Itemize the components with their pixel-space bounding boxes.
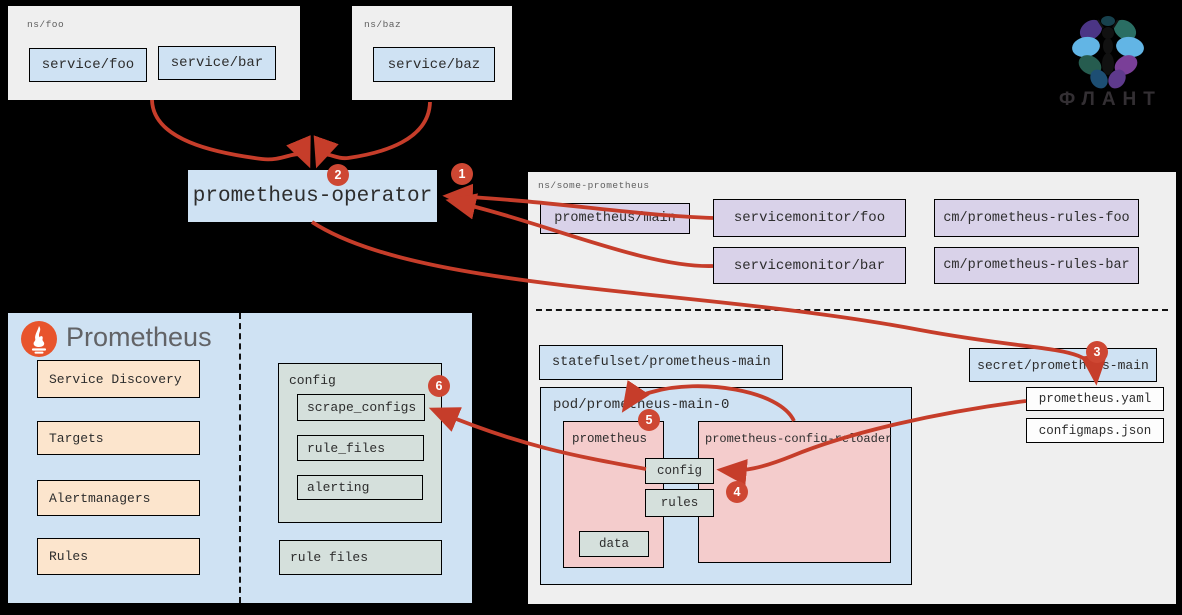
panel-item-alertmanagers: Alertmanagers: [37, 480, 200, 516]
alerting-label: alerting: [307, 480, 370, 495]
configmaps-json-file-box: configmaps.json: [1026, 418, 1164, 443]
step-2-badge: 2: [327, 164, 349, 186]
service-discovery-label: Service Discovery: [49, 371, 182, 387]
scrape-configs-label: scrape_configs: [307, 400, 417, 415]
statefulset-prometheus-main-box: statefulset/prometheus-main: [539, 345, 783, 380]
volume-config-label: config: [656, 464, 702, 478]
servicemonitor-bar-box: servicemonitor/bar: [713, 247, 906, 284]
step-6-badge: 6: [428, 375, 450, 397]
service-bar-box: service/bar: [158, 46, 276, 80]
config-scrape-configs-box: scrape_configs: [297, 394, 425, 421]
arrow-ns-baz-to-operator: [313, 101, 432, 169]
panel-item-rules: Rules: [37, 538, 200, 575]
container-prometheus-label: prometheus: [572, 432, 648, 446]
namespace-some-prometheus-label: ns/some-prometheus: [538, 180, 650, 191]
configmaps-json-file-label: configmaps.json: [1038, 423, 1152, 438]
prometheus-flame-icon: [20, 320, 58, 358]
alertmanagers-label: Alertmanagers: [49, 490, 151, 506]
prometheus-main-box: prometheus/main: [540, 203, 690, 234]
rule-files-section-label: rule_files: [307, 440, 386, 456]
prometheus-operator-box: prometheus-operator: [188, 170, 437, 222]
container-prometheus-config-reloader-label: prometheus-config-reloader: [705, 432, 893, 446]
prometheus-yaml-file-label: prometheus.yaml: [1038, 392, 1152, 406]
flant-logo: ФЛАНТ: [1059, 12, 1155, 117]
namespace-foo-label: ns/foo: [27, 19, 65, 30]
prometheus-yaml-file-box: prometheus.yaml: [1026, 387, 1164, 411]
service-baz-label: service/baz: [387, 56, 481, 73]
rule-files-box: rule files: [279, 540, 442, 575]
cm-prometheus-rules-bar-box: cm/prometheus-rules-bar: [934, 247, 1139, 284]
cm-prometheus-rules-bar-label: cm/prometheus-rules-bar: [943, 258, 1130, 273]
namespace-divider-dashed-line: [536, 309, 1168, 311]
secret-prometheus-main-label: secret/prometheus-main: [977, 357, 1149, 373]
volume-data-box: data: [579, 531, 649, 557]
secret-prometheus-main-box: secret/prometheus-main: [969, 348, 1157, 382]
panel-item-targets: Targets: [37, 421, 200, 455]
step-1-badge: 1: [451, 163, 473, 185]
servicemonitor-foo-box: servicemonitor/foo: [713, 199, 906, 237]
flant-logo-icon: [1072, 16, 1144, 89]
volume-data-label: data: [598, 537, 629, 551]
step-4-badge: 4: [726, 481, 748, 503]
arrow-ns-foo-to-operator: [150, 99, 311, 169]
cm-prometheus-rules-foo-box: cm/prometheus-rules-foo: [934, 199, 1139, 237]
panel-item-service-discovery: Service Discovery: [37, 360, 200, 398]
servicemonitor-foo-label: servicemonitor/foo: [733, 210, 886, 226]
prometheus-panel-title: Prometheus: [66, 322, 212, 352]
targets-label: Targets: [49, 430, 104, 446]
service-bar-label: service/bar: [170, 55, 264, 71]
step-3-badge: 3: [1086, 341, 1108, 363]
servicemonitor-bar-label: servicemonitor/bar: [733, 257, 886, 274]
volume-rules-label: rules: [660, 496, 699, 510]
flant-brand-text: ФЛАНТ: [1059, 89, 1162, 110]
config-group-label: config: [289, 373, 336, 388]
prometheus-operator-label: prometheus-operator: [192, 184, 433, 208]
namespace-baz-label: ns/baz: [364, 19, 402, 30]
rules-label: Rules: [49, 549, 89, 564]
service-foo-label: service/foo: [41, 57, 135, 73]
cm-prometheus-rules-foo-label: cm/prometheus-rules-foo: [943, 210, 1130, 226]
config-alerting-box: alerting: [297, 475, 423, 500]
volume-config-box: config: [645, 458, 714, 484]
service-baz-box: service/baz: [373, 47, 495, 82]
statefulset-prometheus-main-label: statefulset/prometheus-main: [552, 355, 771, 370]
step-5-badge: 5: [638, 409, 660, 431]
volume-rules-box: rules: [645, 489, 714, 517]
panel-divider-dashed-line: [239, 313, 241, 603]
rule-files-label: rule files: [290, 550, 369, 565]
service-foo-box: service/foo: [29, 48, 147, 82]
config-rule-files-box: rule_files: [297, 435, 424, 461]
prometheus-main-label: prometheus/main: [554, 211, 676, 226]
